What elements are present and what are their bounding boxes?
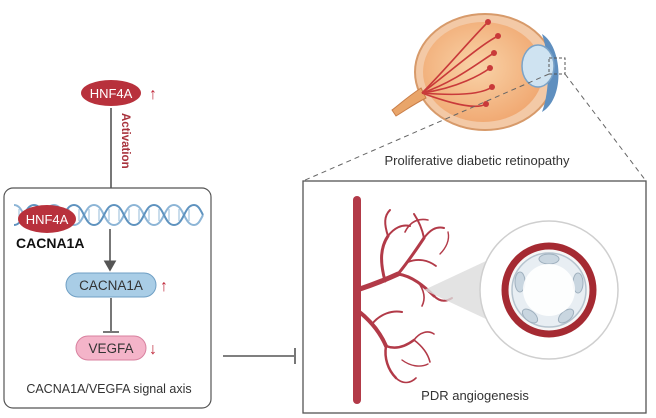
cacna1a-node: CACNA1A ↑ — [65, 272, 168, 298]
gene-label: CACNA1A — [16, 235, 84, 251]
up-arrow-icon: ↑ — [160, 278, 168, 295]
signal-axis-box — [3, 187, 212, 409]
hnf4a-bound-node: HNF4A — [18, 205, 76, 233]
hnf4a-bound-label: HNF4A — [26, 212, 69, 227]
blood-vessel-illustration — [353, 196, 453, 404]
activation-label: Activation — [119, 113, 131, 169]
vegfa-node: VEGFA ↓ — [75, 335, 157, 361]
zoom-lines — [302, 73, 647, 182]
eye-caption: Proliferative diabetic retinopathy — [385, 153, 570, 168]
signal-axis-caption: CACNA1A/VEGFA signal axis — [26, 382, 191, 396]
hnf4a-top-label: HNF4A — [90, 86, 133, 101]
hnf4a-top-node: HNF4A ↑ — [81, 80, 157, 106]
down-arrow-icon: ↓ — [149, 341, 157, 358]
vessel-cross-section-icon — [479, 220, 619, 360]
angiogenesis-caption: PDR angiogenesis — [421, 388, 529, 403]
up-arrow-icon: ↑ — [149, 86, 157, 103]
box-to-panel-inhibition — [223, 348, 296, 364]
cacna1a-label: CACNA1A — [79, 278, 143, 293]
inhibition-arrow — [103, 298, 119, 333]
eye-icon — [391, 13, 566, 131]
vegfa-label: VEGFA — [88, 341, 133, 356]
